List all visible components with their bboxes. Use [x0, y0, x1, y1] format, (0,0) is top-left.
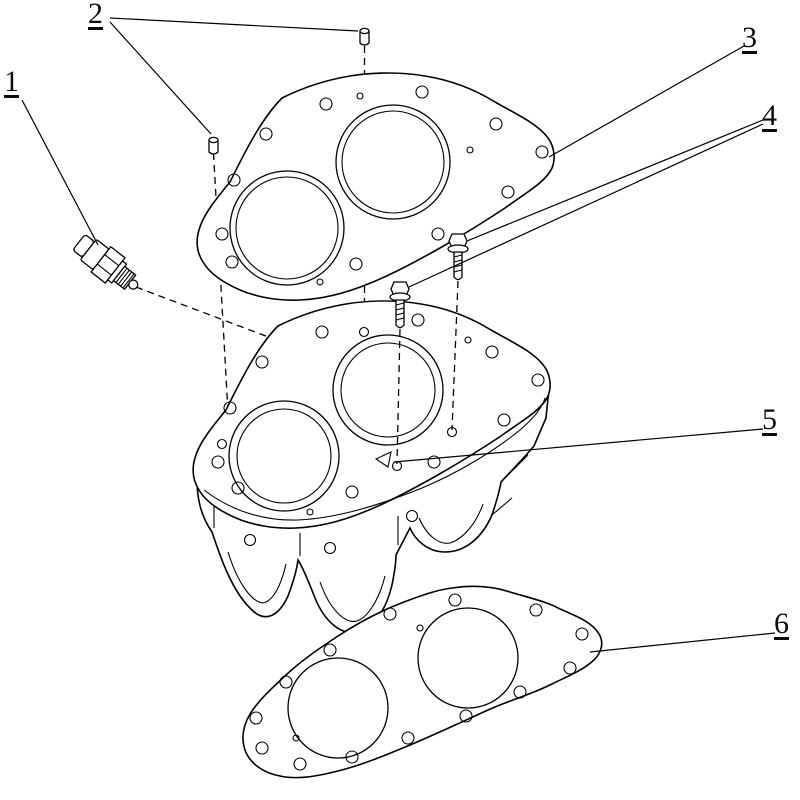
- cylinder-block-part: [192, 300, 551, 634]
- callout-label-3: 3: [742, 21, 757, 54]
- deck-bolt-holes: [211, 313, 545, 516]
- dowel-pin-left: [208, 136, 219, 155]
- dowel-pin-centerlines: [212, 46, 366, 413]
- bolt-right: [447, 233, 469, 281]
- oil-pressure-switch-part: [73, 234, 139, 291]
- bolt-left: [389, 281, 411, 329]
- callout-label-6: 6: [774, 607, 789, 640]
- callout-label-1: 1: [4, 65, 19, 98]
- dowel-seat-left: [216, 438, 228, 450]
- cylinder-deck: [192, 300, 551, 529]
- callout-label-4: 4: [762, 99, 777, 132]
- callout-label-2: 2: [88, 0, 103, 30]
- callout-leader-lines: [21, 17, 776, 653]
- base-gasket-part: [242, 585, 603, 779]
- sensor-centerline: [135, 286, 309, 353]
- dowel-seat-top: [358, 326, 370, 338]
- callout-label-5: 5: [762, 403, 777, 436]
- deck-index-mark: [374, 451, 392, 468]
- head-gasket-part: [196, 72, 555, 301]
- base-gasket-bolt-holes: [249, 593, 589, 771]
- dowel-pin-top: [359, 27, 370, 46]
- head-gasket-bolt-holes: [215, 85, 549, 286]
